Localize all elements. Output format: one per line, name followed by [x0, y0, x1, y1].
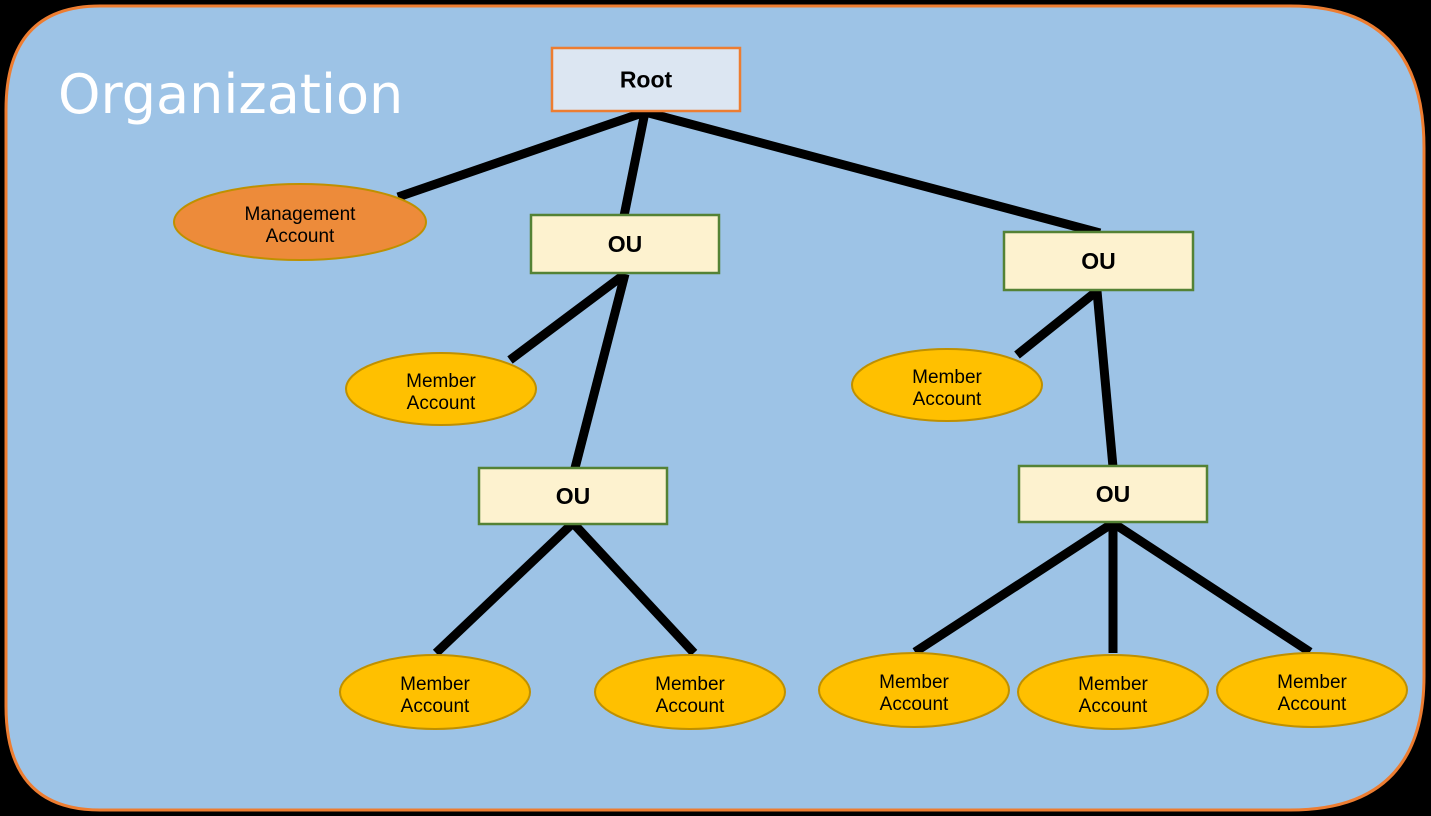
- edge-ou-left-bottom-to-member-2: [569, 519, 698, 657]
- ou-left-top-box[interactable]: [529, 213, 721, 275]
- edge-ou-right-top-to-member-account: [1014, 287, 1100, 359]
- member-bottom-right-2-label-line1: Member: [1078, 674, 1148, 695]
- management-account-label-line2: Account: [266, 226, 335, 247]
- member-bottom-right-2-ellipse[interactable]: [1017, 654, 1209, 730]
- ou-right-bottom-box[interactable]: [1017, 464, 1209, 524]
- member-right-mid-label-line2: Account: [913, 389, 982, 410]
- member-bottom-right-2-label-line2: Account: [1079, 696, 1148, 717]
- member-left-mid-label-line1: Member: [406, 371, 476, 392]
- member-bottom-left-2-label-line2: Account: [656, 696, 725, 717]
- member-bottom-right-1-label-line2: Account: [880, 694, 949, 715]
- edge-ou-right-top-to-ou-right-bottom: [1092, 290, 1118, 468]
- node-member-right-mid[interactable]: Member Account: [851, 348, 1043, 422]
- edge-root-to-management-account: [396, 107, 647, 202]
- member-right-mid-label-line1: Member: [912, 367, 982, 388]
- member-left-mid-label-line2: Account: [407, 393, 476, 414]
- node-ou-right-top[interactable]: OU: [1002, 230, 1195, 292]
- node-member-bottom-right-1[interactable]: Member Account: [818, 652, 1010, 728]
- node-ou-right-bottom[interactable]: OU: [1017, 464, 1209, 524]
- member-bottom-right-3-label-line2: Account: [1278, 694, 1347, 715]
- node-member-bottom-right-2[interactable]: Member Account: [1017, 654, 1209, 730]
- node-ou-left-top[interactable]: OU: [529, 213, 721, 275]
- ou-left-bottom-label: OU: [556, 483, 591, 509]
- root-box[interactable]: [550, 46, 742, 113]
- member-bottom-left-1-ellipse[interactable]: [339, 654, 531, 730]
- node-member-bottom-left-2[interactable]: Member Account: [594, 654, 786, 730]
- ou-right-top-box[interactable]: [1002, 230, 1195, 292]
- member-right-mid-ellipse[interactable]: [851, 348, 1043, 422]
- edge-ou-left-bottom-to-member-1: [432, 519, 577, 657]
- management-account-ellipse[interactable]: [173, 183, 427, 261]
- nodes-layer: Root Management Account OU OU Member: [173, 46, 1408, 730]
- organization-title: Organization: [58, 63, 403, 126]
- member-bottom-right-1-ellipse[interactable]: [818, 652, 1010, 728]
- ou-left-bottom-box[interactable]: [477, 466, 669, 526]
- member-bottom-left-2-ellipse[interactable]: [594, 654, 786, 730]
- management-account-label-line1: Management: [245, 204, 357, 225]
- edge-ou-right-bottom-to-member-3: [1110, 519, 1313, 656]
- edge-root-to-ou-left-top: [619, 111, 650, 217]
- edge-ou-right-bottom-to-member-1: [912, 519, 1116, 656]
- node-ou-left-bottom[interactable]: OU: [477, 466, 669, 526]
- edge-root-to-ou-right-top: [643, 107, 1102, 238]
- edges-layer: [396, 107, 1313, 657]
- member-bottom-right-3-ellipse[interactable]: [1216, 652, 1408, 728]
- member-bottom-right-1-label-line1: Member: [879, 672, 949, 693]
- member-left-mid-ellipse[interactable]: [345, 352, 537, 426]
- ou-right-top-label: OU: [1081, 248, 1116, 274]
- node-member-bottom-left-1[interactable]: Member Account: [339, 654, 531, 730]
- node-root[interactable]: Root: [550, 46, 742, 113]
- ou-right-bottom-label: OU: [1096, 481, 1131, 507]
- member-bottom-right-3-label-line1: Member: [1277, 672, 1347, 693]
- node-management-account[interactable]: Management Account: [173, 183, 427, 261]
- member-bottom-left-1-label-line1: Member: [400, 674, 470, 695]
- node-member-left-mid[interactable]: Member Account: [345, 352, 537, 426]
- root-label: Root: [620, 67, 673, 93]
- member-bottom-left-2-label-line1: Member: [655, 674, 725, 695]
- member-bottom-left-1-label-line2: Account: [401, 696, 470, 717]
- edge-ou-left-top-to-ou-left-bottom: [570, 272, 630, 470]
- node-member-bottom-right-3[interactable]: Member Account: [1216, 652, 1408, 728]
- ou-left-top-label: OU: [608, 231, 643, 257]
- edge-ou-left-top-to-member-account: [507, 270, 628, 364]
